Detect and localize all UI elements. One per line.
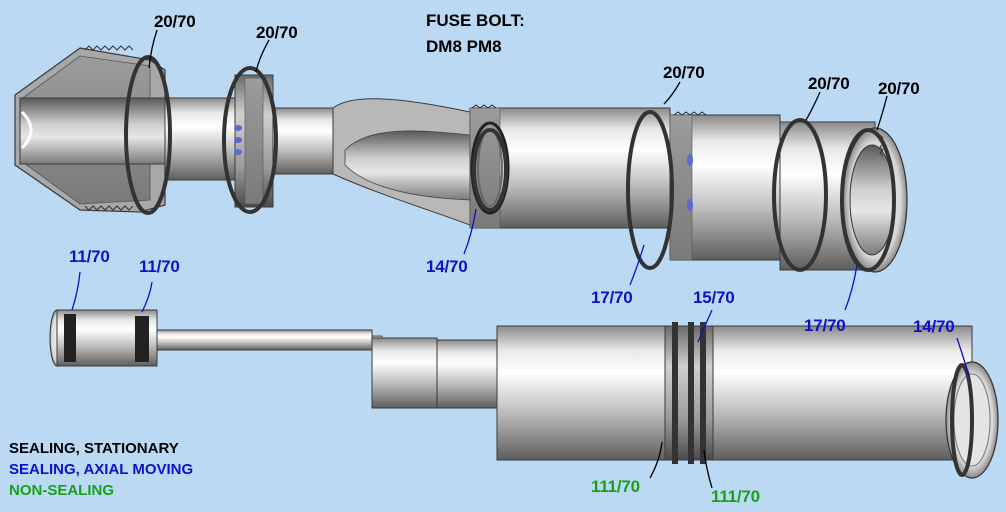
oring-label-collar: 20/70 — [256, 23, 298, 42]
firing-pin — [49, 309, 383, 367]
bolt-o-rings — [124, 55, 896, 272]
oring-label-carrier-front: 15/70 — [693, 288, 735, 307]
leader-lines — [71, 29, 970, 489]
oring-label-inner-seat: 14/70 — [426, 257, 468, 276]
oring-label-pin-rear: 11/70 — [139, 257, 180, 276]
oring-label-body-mid: 20/70 — [663, 63, 705, 82]
oring-label-pin-front: 11/70 — [69, 247, 110, 266]
oring-label-end-cap: 20/70 — [878, 79, 920, 98]
bolt-body — [14, 45, 908, 273]
legend-sealing-axial-moving: SEALING, AXIAL MOVING — [9, 461, 194, 478]
oring-label-bolt-rear-bore: 17/70 — [804, 316, 846, 335]
bolt-carrier — [371, 322, 999, 479]
oring-label-head: 20/70 — [154, 12, 196, 31]
diagram-title: FUSE BOLT: — [426, 11, 525, 30]
oring-label-guide-1: 111/70 — [591, 477, 640, 496]
legend-non-sealing: NON-SEALING — [9, 482, 114, 499]
oring-label-guide-2: 111/70 — [711, 487, 760, 506]
oring-label-carrier-end: 14/70 — [913, 317, 955, 336]
legend-sealing-stationary: SEALING, STATIONARY — [9, 440, 179, 457]
diagram-subtitle: DM8 PM8 — [426, 37, 502, 56]
oring-label-body-rear: 20/70 — [808, 74, 850, 93]
oring-label-bolt-mid-bore: 17/70 — [591, 288, 633, 307]
